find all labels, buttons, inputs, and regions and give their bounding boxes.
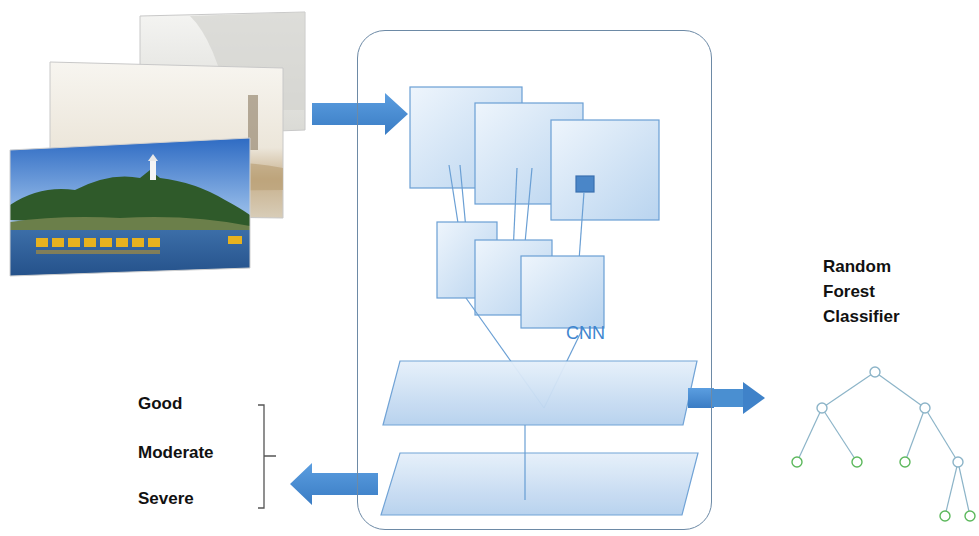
classifier-node: Random Forest Classifier — [765, 250, 975, 525]
decision-tree — [792, 367, 975, 521]
feature-maps — [410, 87, 659, 408]
input-arrow — [312, 93, 408, 135]
class-label: Severe — [138, 489, 194, 509]
cnn-container: CNN — [357, 30, 712, 530]
photo-stack — [10, 12, 305, 280]
arrow-stub — [688, 388, 714, 408]
classifier-label: Random Forest Classifier — [823, 254, 935, 329]
flow-arrow — [712, 389, 743, 407]
output-bracket — [258, 405, 276, 508]
dense-layers — [381, 361, 698, 515]
network-label: CNN — [566, 323, 605, 344]
output-arrow — [290, 463, 378, 505]
class-label: Good — [138, 394, 182, 414]
class-label: Moderate — [138, 443, 214, 463]
